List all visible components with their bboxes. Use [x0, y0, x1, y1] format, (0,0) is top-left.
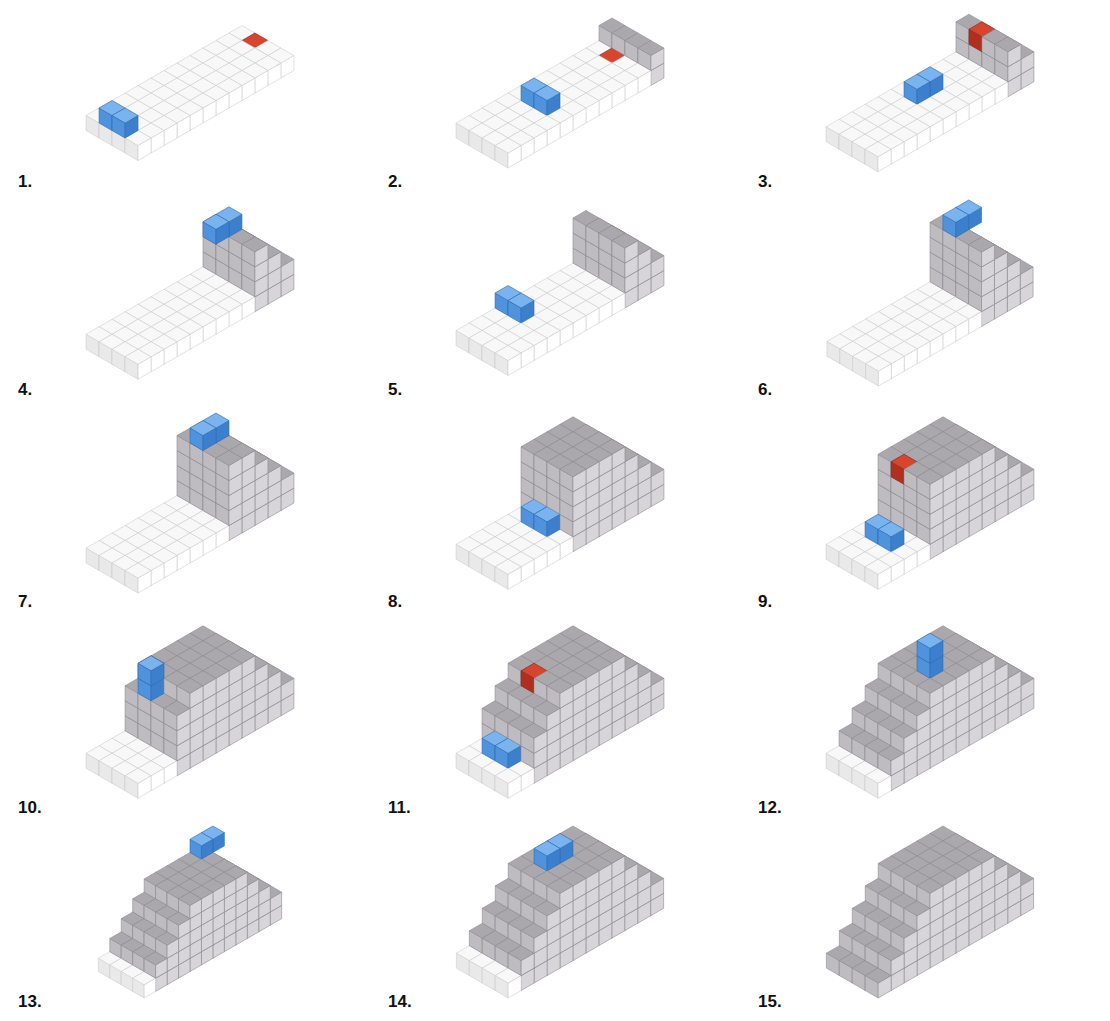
- voxel-scene: [86, 26, 294, 161]
- voxel-scene: [86, 207, 294, 380]
- voxel-scene: [826, 417, 1034, 590]
- voxel-scene: [86, 413, 294, 593]
- voxel-scene: [827, 200, 1033, 386]
- voxel-scene: [456, 211, 664, 376]
- voxel-scene: [456, 18, 664, 168]
- voxel-scene: [826, 14, 1034, 172]
- voxel-scene: [456, 417, 664, 590]
